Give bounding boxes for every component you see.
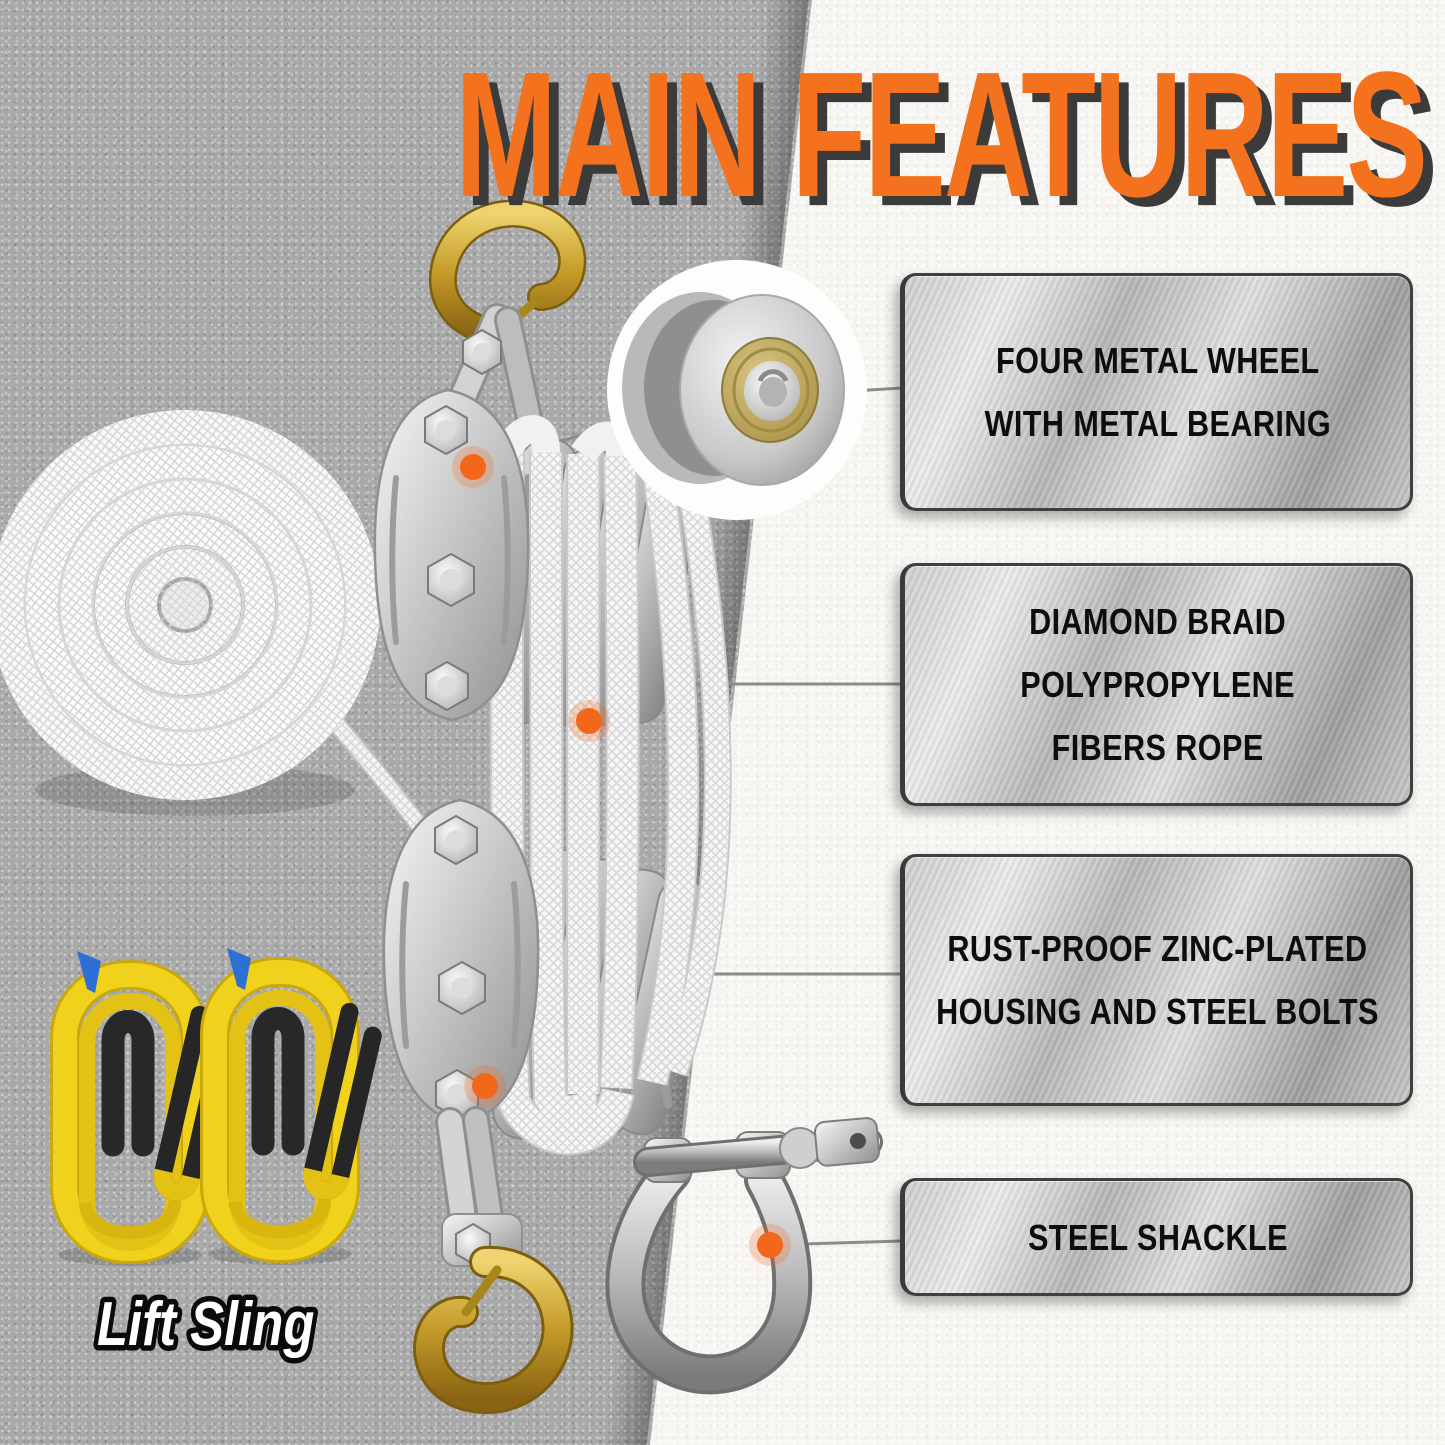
lift-sling-left	[50, 951, 232, 1266]
feature-plate-wheel: FOUR METAL WHEEL WITH METAL BEARING	[900, 273, 1413, 511]
rope-falls	[507, 415, 718, 1138]
wheel-inset	[607, 260, 867, 520]
dot-shackle	[749, 1224, 791, 1266]
feature-text-line: FOUR METAL WHEEL	[995, 340, 1320, 381]
pulley-block-and-tackle	[373, 199, 718, 1415]
page-title: MAIN FEATURES	[455, 35, 1428, 235]
callout-dots	[452, 446, 791, 1266]
feature-text-line: POLYPROPYLENE	[1020, 664, 1295, 705]
lift-slings	[50, 948, 382, 1266]
feature-plate-housing: RUST-PROOF ZINC-PLATED HOUSING AND STEEL…	[900, 854, 1413, 1106]
sling-eye-black	[101, 1010, 155, 1157]
feature-text-line: DIAMOND BRAID	[1028, 601, 1287, 642]
dot-wheel	[452, 446, 494, 488]
steel-shackle	[605, 1117, 883, 1395]
bottom-hook	[415, 1248, 571, 1412]
sling-eye-black	[251, 1007, 305, 1156]
top-hook	[431, 202, 584, 345]
bottom-clevis	[435, 1106, 523, 1267]
bottom-hook-latch	[461, 1265, 502, 1317]
bearing-bore	[759, 377, 787, 407]
lift-sling-caption: Lift Sling	[97, 1290, 314, 1359]
shackle-bow	[609, 1156, 809, 1391]
feature-text-line: HOUSING AND STEEL BOLTS	[936, 991, 1379, 1032]
rope-coil	[0, 410, 480, 903]
feature-plate-rope: DIAMOND BRAID POLYPROPYLENE FIBERS ROPE	[900, 563, 1413, 806]
lift-sling-right	[200, 948, 382, 1265]
sling-blue-tag	[77, 951, 101, 993]
feature-text-line: FIBERS ROPE	[1051, 727, 1264, 768]
feature-text-line: RUST-PROOF ZINC-PLATED	[947, 928, 1368, 969]
feature-text-line: WITH METAL BEARING	[984, 403, 1331, 444]
feature-plate-shackle: STEEL SHACKLE	[900, 1178, 1413, 1296]
dot-housing	[464, 1065, 506, 1107]
dot-rope	[568, 700, 610, 742]
shackle-pin-head	[814, 1117, 880, 1167]
hex-bolts	[424, 328, 502, 1120]
sling-blue-tag	[227, 948, 251, 990]
feature-text-line: STEEL SHACKLE	[1027, 1216, 1288, 1258]
